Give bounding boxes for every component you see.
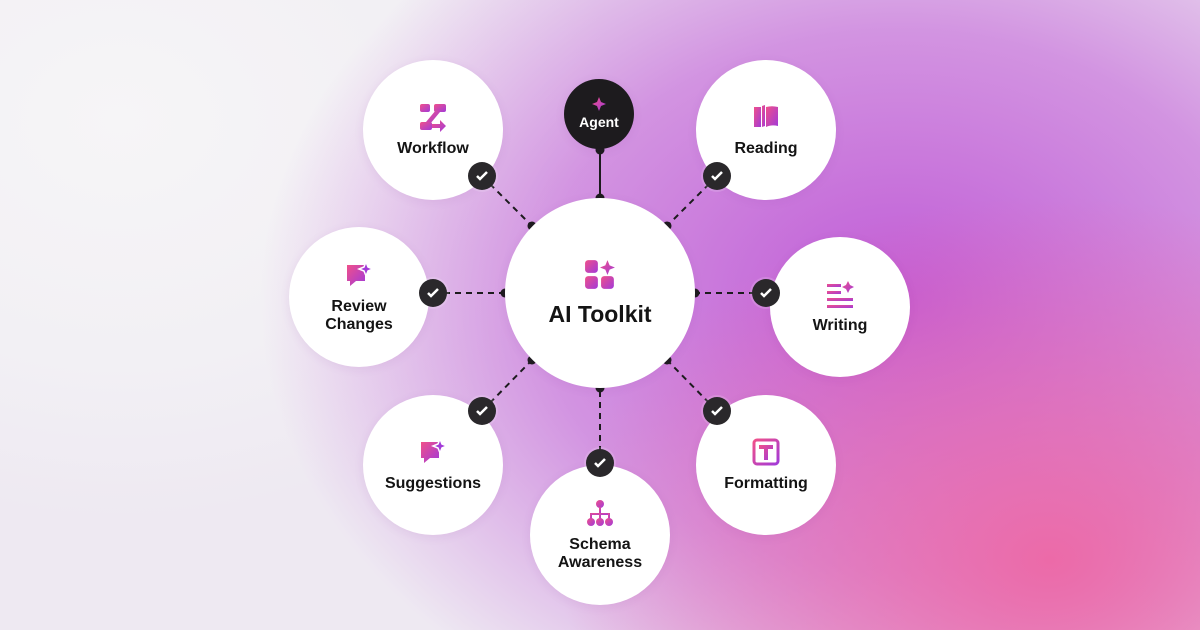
check-icon: [468, 162, 496, 190]
agent-label: Agent: [579, 114, 619, 130]
check-icon: [468, 397, 496, 425]
hierarchy-icon: [587, 500, 613, 526]
sparkle-icon: [592, 97, 606, 111]
feature-label: Reading: [734, 140, 798, 157]
check-icon: [419, 279, 447, 307]
book-icon: [754, 105, 778, 127]
feature-writing[interactable]: Writing: [770, 237, 910, 377]
feature-label: Workflow: [397, 140, 469, 157]
ai-toolkit-hub[interactable]: AI Toolkit: [505, 198, 695, 388]
check-icon: [703, 162, 731, 190]
apps-sparkle-icon: [585, 260, 615, 289]
hub-title: AI Toolkit: [548, 301, 652, 327]
feature-label: Formatting: [724, 475, 808, 492]
check-icon: [703, 397, 731, 425]
text-sparkle-icon: [827, 281, 854, 308]
feature-label: Writing: [812, 317, 868, 334]
chat-sparkle-icon: [347, 260, 374, 286]
agent-node[interactable]: Agent: [564, 79, 634, 149]
feature-label: Suggestions: [384, 475, 481, 492]
feature-reading[interactable]: Reading: [696, 60, 836, 200]
workflow-icon: [420, 104, 446, 132]
chat-sparkle-icon: [421, 437, 448, 463]
check-icon: [752, 279, 780, 307]
text-format-icon: [752, 438, 780, 466]
check-icon: [586, 449, 614, 477]
